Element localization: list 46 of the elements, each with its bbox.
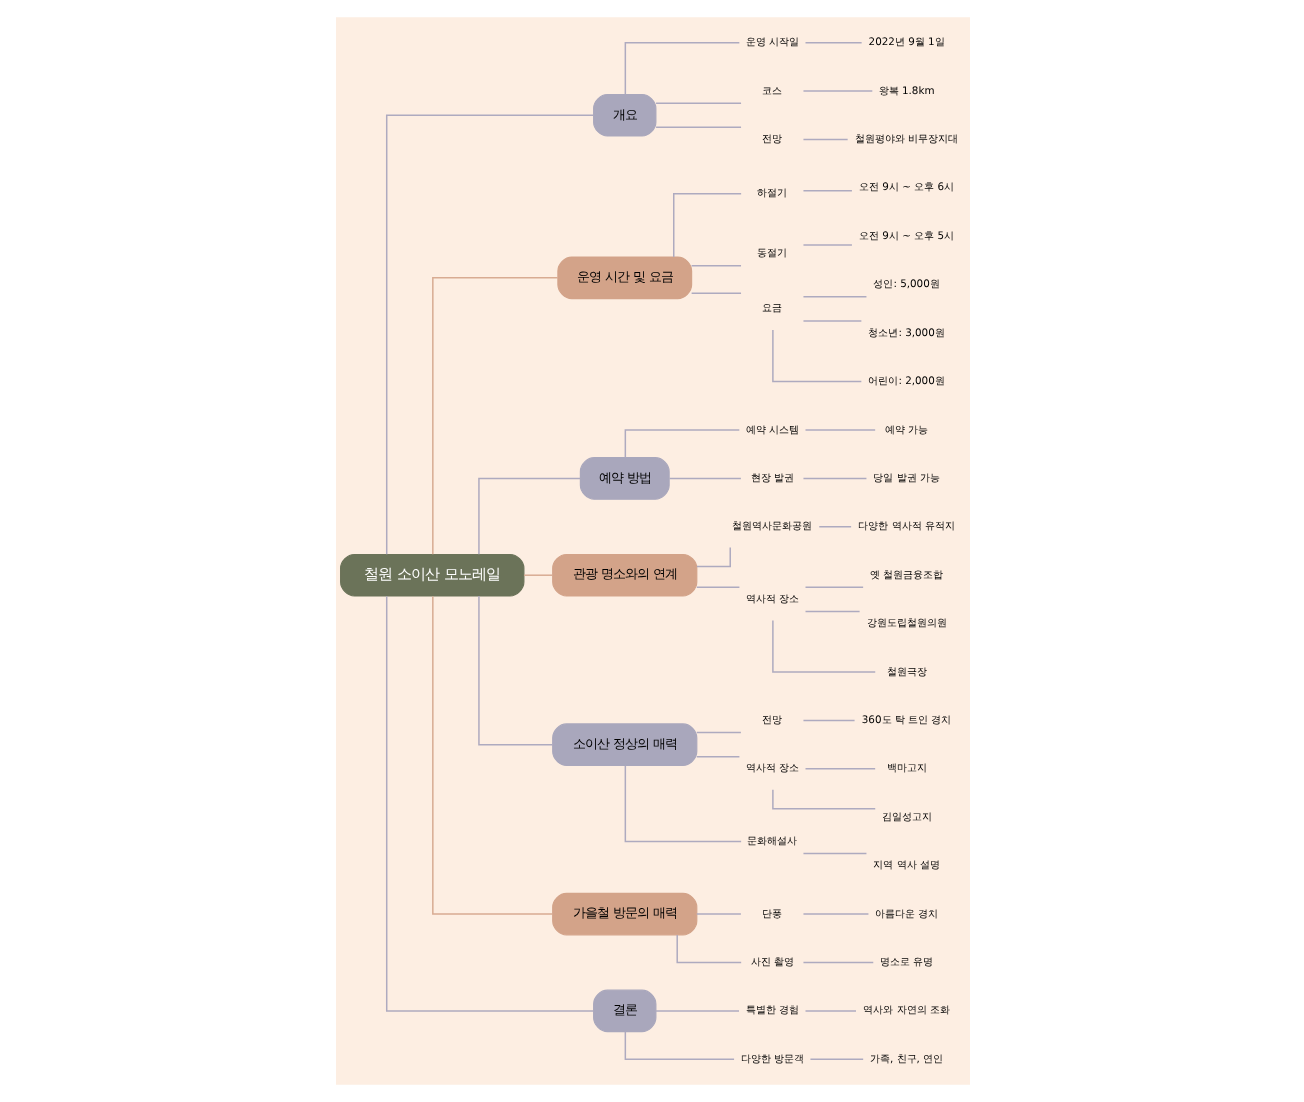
connector — [801, 961, 873, 964]
connector — [801, 296, 867, 298]
connector — [803, 768, 875, 770]
connector — [689, 292, 741, 295]
connector — [803, 41, 862, 44]
connector — [672, 192, 741, 258]
connector — [808, 1058, 863, 1061]
connector — [431, 595, 552, 915]
connector — [801, 719, 855, 722]
connector — [384, 595, 593, 1012]
connector — [771, 329, 862, 383]
connector — [695, 756, 740, 758]
connector — [675, 934, 741, 964]
connector — [695, 731, 741, 734]
connector — [801, 852, 867, 855]
connector — [801, 138, 848, 141]
connector — [801, 244, 852, 246]
connector — [803, 429, 875, 431]
connector — [654, 102, 741, 104]
connector — [817, 526, 851, 528]
connector — [477, 595, 553, 746]
connector — [623, 429, 740, 459]
connector — [801, 913, 869, 915]
connector — [803, 586, 863, 589]
connector — [801, 320, 862, 322]
connector — [654, 1010, 739, 1012]
connector — [695, 913, 741, 915]
connector — [654, 126, 741, 129]
connector — [667, 477, 741, 480]
connector — [695, 546, 730, 568]
connector — [623, 41, 740, 95]
connector — [384, 114, 593, 555]
connector — [801, 190, 852, 192]
connector — [801, 90, 873, 92]
connector — [771, 788, 875, 810]
connector — [689, 264, 741, 267]
connector — [431, 277, 558, 556]
connector — [695, 586, 740, 589]
connector — [771, 619, 875, 673]
connector — [803, 610, 860, 613]
connector — [623, 764, 741, 843]
connector — [522, 574, 552, 576]
connector — [623, 1031, 734, 1061]
connector — [801, 477, 867, 480]
connector — [803, 1010, 856, 1012]
connector — [477, 477, 580, 555]
